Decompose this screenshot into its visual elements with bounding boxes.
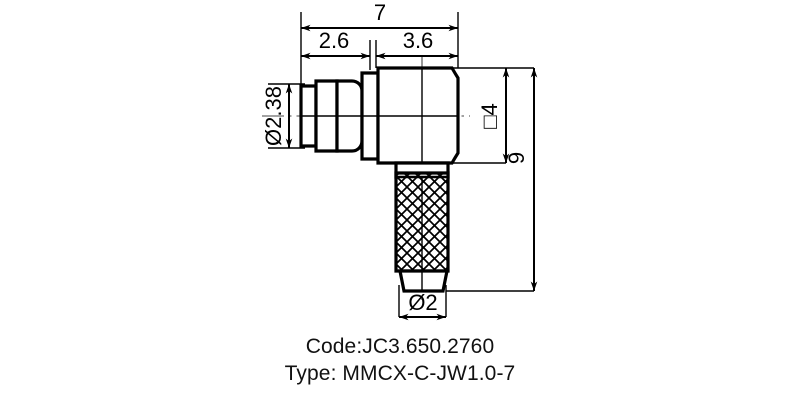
dim-text-interface-length: 2.6 [319,28,350,53]
dim-text-overall-length: 7 [374,0,386,25]
caption-code-line: Code:JC3.650.2760 [305,335,495,358]
dim-text-body-square: □4 [477,103,502,129]
internal-hairlines [301,68,458,291]
extension-lines [268,12,534,317]
dimension-lines [285,24,538,321]
dim-text-overall-height: 9 [504,152,529,164]
dimension-labels: 7 2.6 3.6 Ø2.38 □4 9 Ø2 [261,0,529,315]
cable-entry-taper [398,269,449,293]
caption: Code:JC3.650.2760 Type: MMCX-C-JW1.0-7 [0,334,800,388]
connector-body-outline [299,66,460,293]
caption-type-line: Type: MMCX-C-JW1.0-7 [284,361,516,385]
dim-text-cable-entry-diameter: Ø2 [408,290,437,315]
dim-text-interface-diameter: Ø2.38 [261,86,286,146]
dim-text-body-length: 3.6 [403,28,434,53]
